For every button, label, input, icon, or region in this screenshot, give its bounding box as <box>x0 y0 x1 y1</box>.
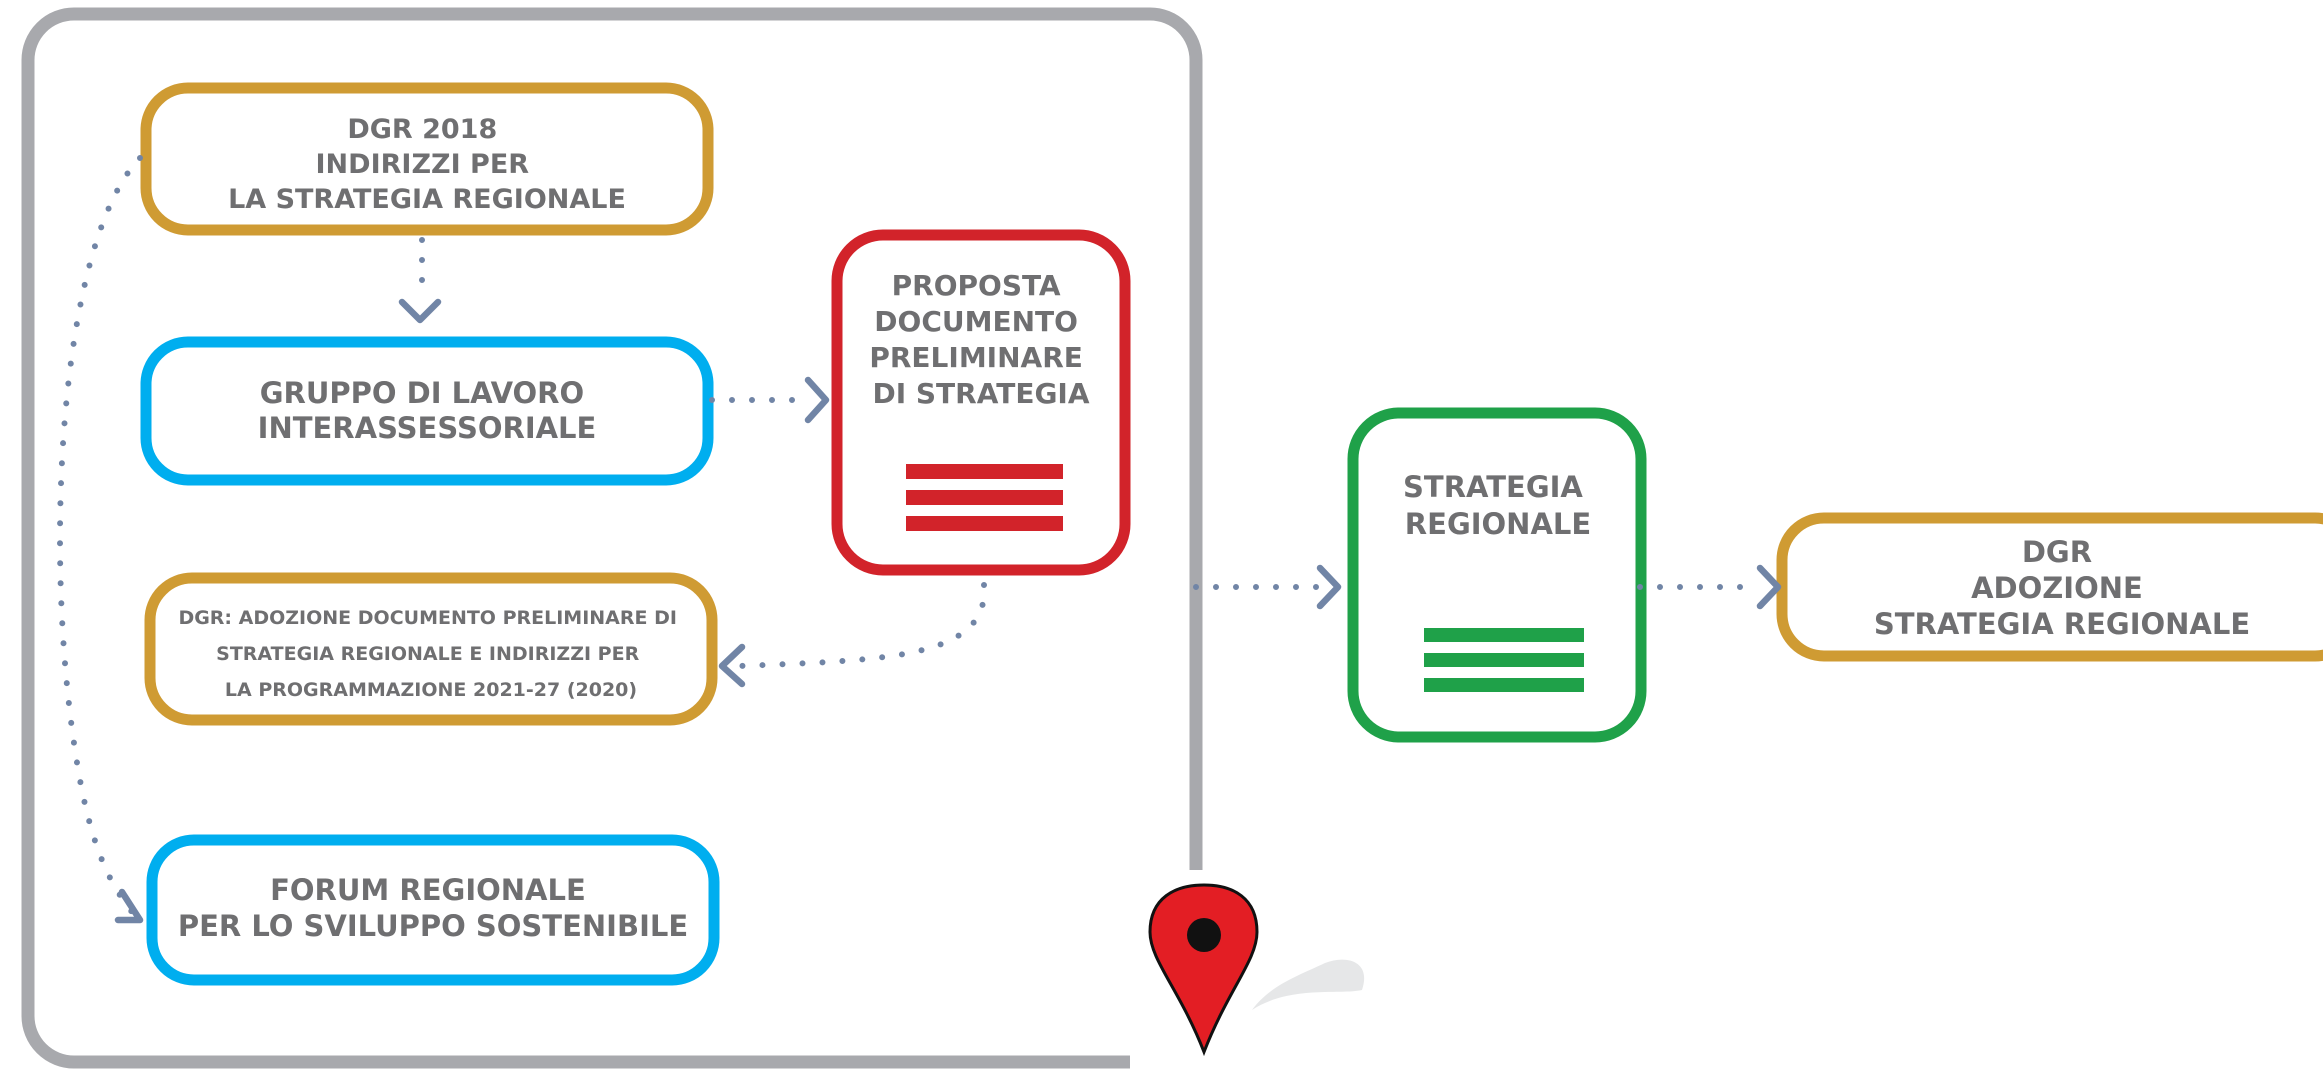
process-group-frame <box>21 7 1203 1069</box>
box-dgr-2018-label: DGR 2018 INDIRIZZI PER LA STRATEGIA REGI… <box>228 114 626 215</box>
map-pin-icon <box>1148 883 1365 1057</box>
box-gruppo-lavoro <box>140 336 714 486</box>
box-dgr-adozione-strategia <box>1776 512 2323 662</box>
arrowhead-left-icon <box>718 643 746 688</box>
box-dgr-2018 <box>140 82 714 236</box>
box-forum-regionale-label: FORUM REGIONALE PER LO SVILUPPO SOSTENIB… <box>178 873 688 943</box>
box-dgr-adozione-strategia-label: DGR ADOZIONE STRATEGIA REGIONALE <box>1874 535 2250 641</box>
box-strategia-regionale-label: STRATEGIA REGIONALE <box>1403 470 1593 541</box>
document-lines-icon <box>1424 628 1584 692</box>
box-dgr-adozione-documento <box>144 572 718 726</box>
box-gruppo-lavoro-label: GRUPPO DI LAVORO INTERASSESSORIALE <box>258 376 597 445</box>
document-lines-icon <box>906 464 1063 531</box>
arrowhead-down-left-icon <box>114 888 144 924</box>
arrowhead-down-icon <box>398 298 442 324</box>
connector-proposta-to-dgr-adozione <box>737 582 988 669</box>
box-forum-regionale <box>146 834 720 986</box>
box-dgr-adozione-documento-label: DGR: ADOZIONE DOCUMENTO PRELIMINARE DI S… <box>178 607 683 701</box>
arrowhead-right-icon <box>1756 564 1782 610</box>
box-proposta-documento-label: PROPOSTA DOCUMENTO PRELIMINARE DI STRATE… <box>869 269 1092 410</box>
connector-dgr2018-to-forum <box>57 155 143 915</box>
arrowhead-right-icon <box>804 376 830 424</box>
box-proposta-documento <box>831 229 1131 576</box>
arrowhead-right-icon <box>1316 564 1342 610</box>
